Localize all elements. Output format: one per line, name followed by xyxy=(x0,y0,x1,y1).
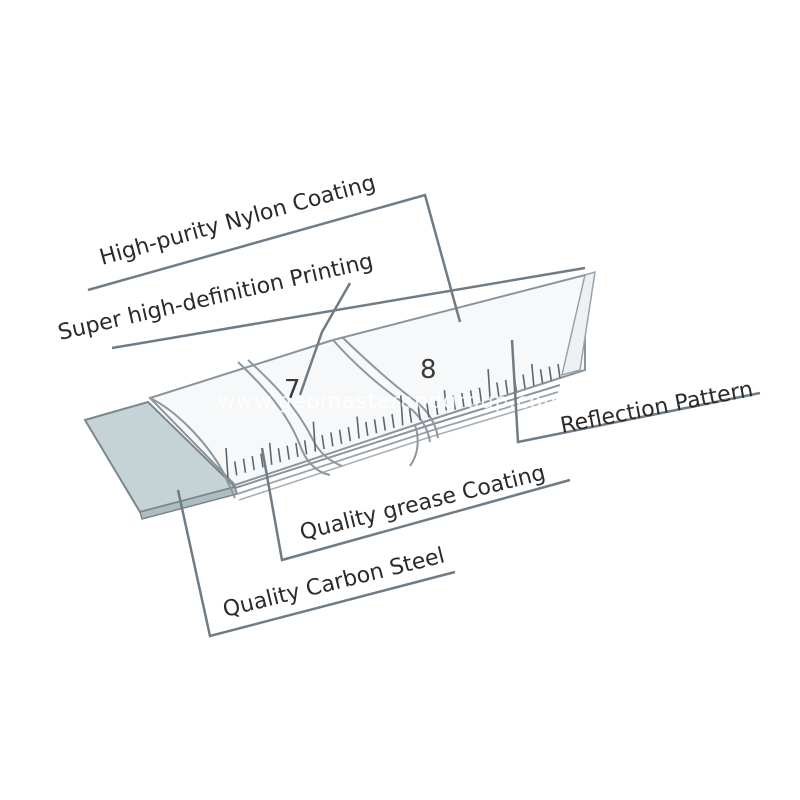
scale-tick xyxy=(382,416,387,431)
tape-number-8: 8 xyxy=(420,355,437,385)
scale-tick xyxy=(268,442,273,465)
scale-tick xyxy=(391,413,395,429)
peeled-band-3 xyxy=(247,359,343,467)
callout-lines xyxy=(87,193,761,638)
printing-callout-line xyxy=(111,266,586,350)
scale-tick xyxy=(417,405,422,421)
peeled-band-5 xyxy=(342,337,439,439)
scale-tick xyxy=(373,419,378,434)
scale-tick xyxy=(286,445,290,460)
scale-tick xyxy=(321,434,325,450)
scale-tick xyxy=(539,369,544,384)
scale-tick xyxy=(496,382,500,397)
strip-end-face xyxy=(560,270,596,377)
steel-callout-line xyxy=(176,489,456,638)
scale-tick xyxy=(338,429,343,444)
tape-number-7: 7 xyxy=(284,375,301,405)
scale-tick xyxy=(356,416,360,439)
scale-tick xyxy=(504,379,509,394)
label-reflection-pattern: Reflection Pattern xyxy=(558,377,755,439)
scale-tick xyxy=(399,395,404,426)
scale-tick xyxy=(277,448,282,463)
scale-tick xyxy=(487,368,491,400)
scale-tick xyxy=(242,458,247,473)
scale-tick xyxy=(312,421,317,452)
reflection-callout-line xyxy=(510,339,761,444)
scale-tick xyxy=(303,440,308,455)
scale-tick xyxy=(408,408,413,423)
scale-tick xyxy=(548,366,553,381)
scale-tick xyxy=(330,432,334,447)
printing-pointer xyxy=(298,282,352,396)
peeled-band-2 xyxy=(237,361,331,476)
scale-tick xyxy=(225,447,229,479)
label-grease-coating: Quality grease Coating xyxy=(297,461,548,546)
scale-tick xyxy=(233,461,238,476)
scale-tick xyxy=(347,427,352,442)
scale-tick xyxy=(452,395,456,410)
peeled-band-4 xyxy=(332,339,431,443)
scale-tick xyxy=(251,455,256,471)
tape-strip: 7 8 xyxy=(83,270,596,520)
scale-tick xyxy=(443,390,448,413)
peeled-band-6 xyxy=(409,424,419,467)
grease-callout-line xyxy=(260,447,571,562)
peeled-band-1 xyxy=(149,397,236,499)
scale-tick xyxy=(364,421,369,437)
scale-tick xyxy=(478,387,483,402)
scale-tick xyxy=(434,400,439,415)
carbon-steel-side xyxy=(139,486,238,520)
scale-tick xyxy=(295,442,299,458)
scale-tick xyxy=(461,392,465,408)
watermark-url: www.geomasterandgroup.com xyxy=(218,389,564,413)
scale-tick xyxy=(426,403,430,418)
nylon-callout-line xyxy=(87,193,462,323)
scale-tick xyxy=(469,390,474,405)
scale-tick xyxy=(530,363,535,386)
scale-tick xyxy=(557,363,561,379)
scale-tick xyxy=(522,374,526,389)
scale-tick xyxy=(260,453,264,468)
